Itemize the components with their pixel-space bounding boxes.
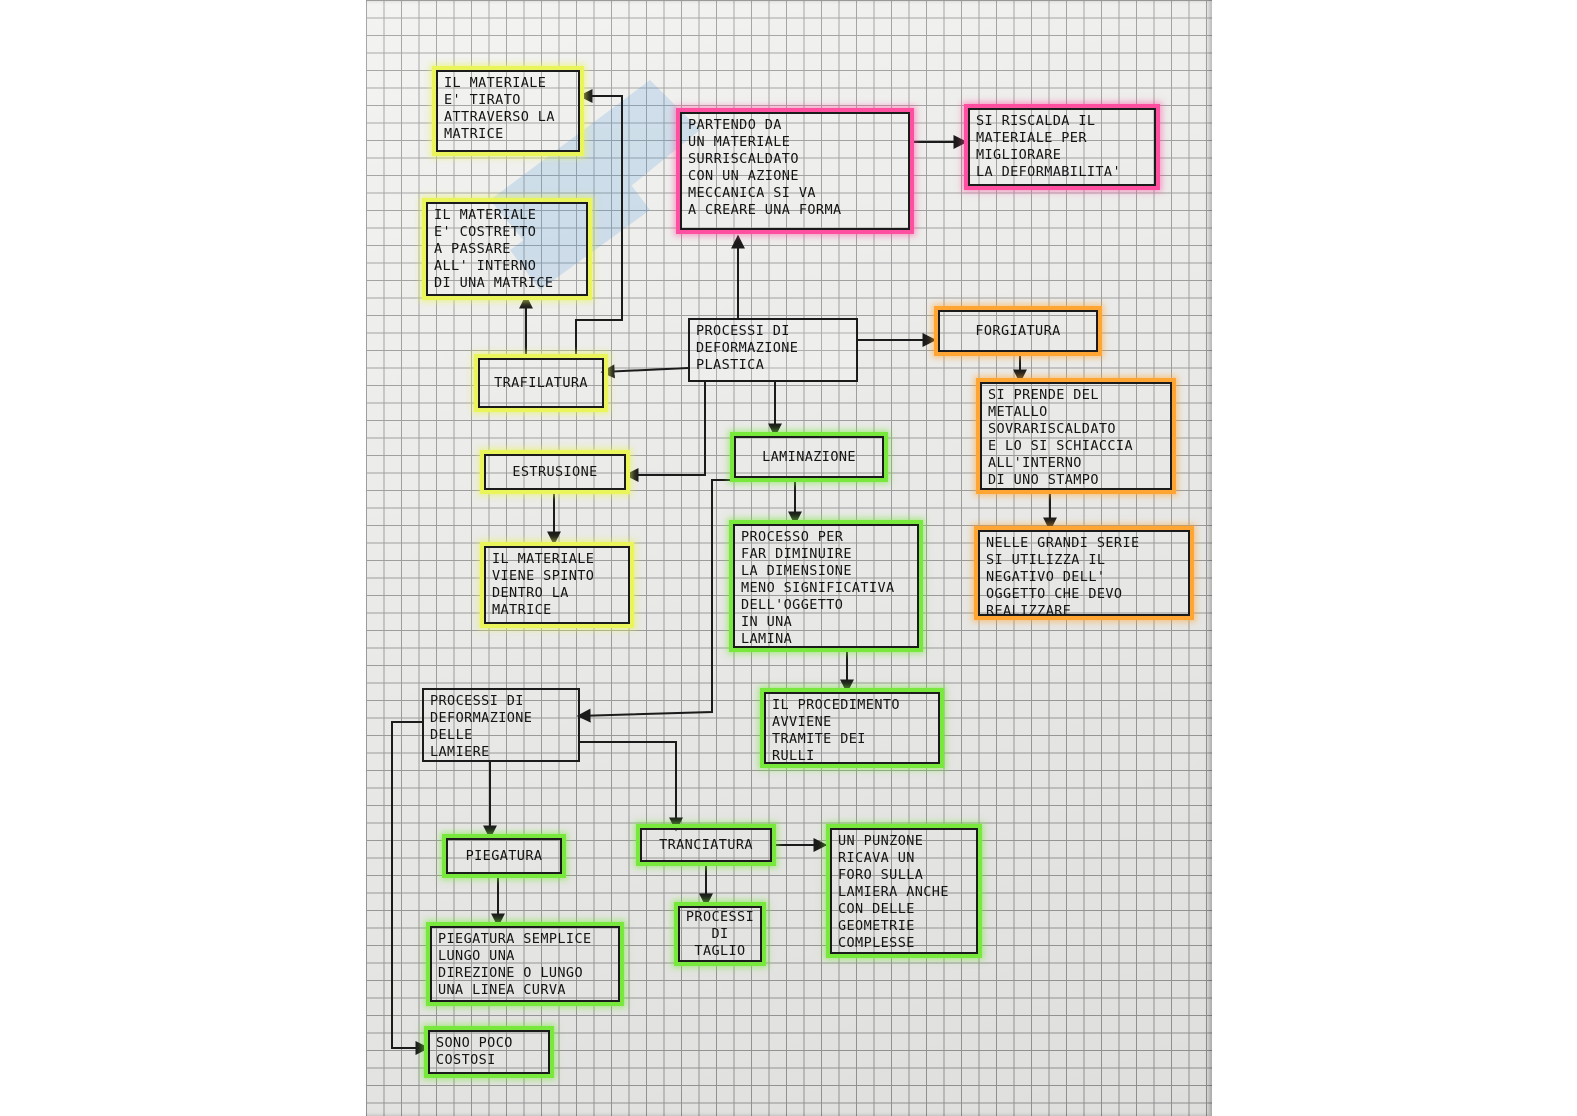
node-estrusione: ESTRUSIONE xyxy=(484,454,626,490)
node-plastic-deformation-processes: PROCESSI DI DEFORMAZIONE PLASTICA xyxy=(688,318,858,382)
node-cutting-processes: PROCESSI DI TAGLIO xyxy=(678,906,762,962)
node-heating-note: SI RISCALDA IL MATERIALE PER MIGLIORARE … xyxy=(968,108,1156,186)
graph-paper-sheet xyxy=(366,0,1212,1116)
node-piegatura: PIEGATURA xyxy=(446,838,562,874)
node-punch-description: UN PUNZONE RICAVA UN FORO SULLA LAMIERA … xyxy=(830,828,978,954)
node-rollers-description: IL PROCEDIMENTO AVVIENE TRAMITE DEI RULL… xyxy=(764,692,940,764)
node-extrusion-description: IL MATERIALE VIENE SPINTO DENTRO LA MATR… xyxy=(484,546,630,624)
node-bending-description: PIEGATURA SEMPLICE LUNGO UNA DIREZIONE O… xyxy=(430,926,620,1002)
node-large-series-note: NELLE GRANDI SERIE SI UTILIZZA IL NEGATI… xyxy=(978,530,1190,619)
node-trafilatura-description: IL MATERIALE E' TIRATO ATTRAVERSO LA MAT… xyxy=(436,70,580,152)
node-tranciatura: TRANCIATURA xyxy=(640,828,772,862)
node-matrix-forced-passage: IL MATERIALE E' COSTRETTO A PASSARE ALL'… xyxy=(426,202,588,296)
node-laminazione: LAMINAZIONE xyxy=(734,436,884,478)
node-sheet-metal-processes: PROCESSI DI DEFORMAZIONE DELLE LAMIERE xyxy=(422,688,580,762)
node-low-cost-note: SONO POCO COSTOSI xyxy=(428,1030,550,1074)
node-forging-description: SI PRENDE DEL METALLO SOVRARISCALDATO E … xyxy=(980,382,1172,490)
node-forgiatura: FORGIATURA xyxy=(938,310,1098,352)
node-lamination-description: PROCESSO PER FAR DIMINUIRE LA DIMENSIONE… xyxy=(733,524,919,648)
node-plastic-deformation-definition: PARTENDO DA UN MATERIALE SURRISCALDATO C… xyxy=(680,112,910,230)
node-trafilatura: TRAFILATURA xyxy=(478,358,604,408)
